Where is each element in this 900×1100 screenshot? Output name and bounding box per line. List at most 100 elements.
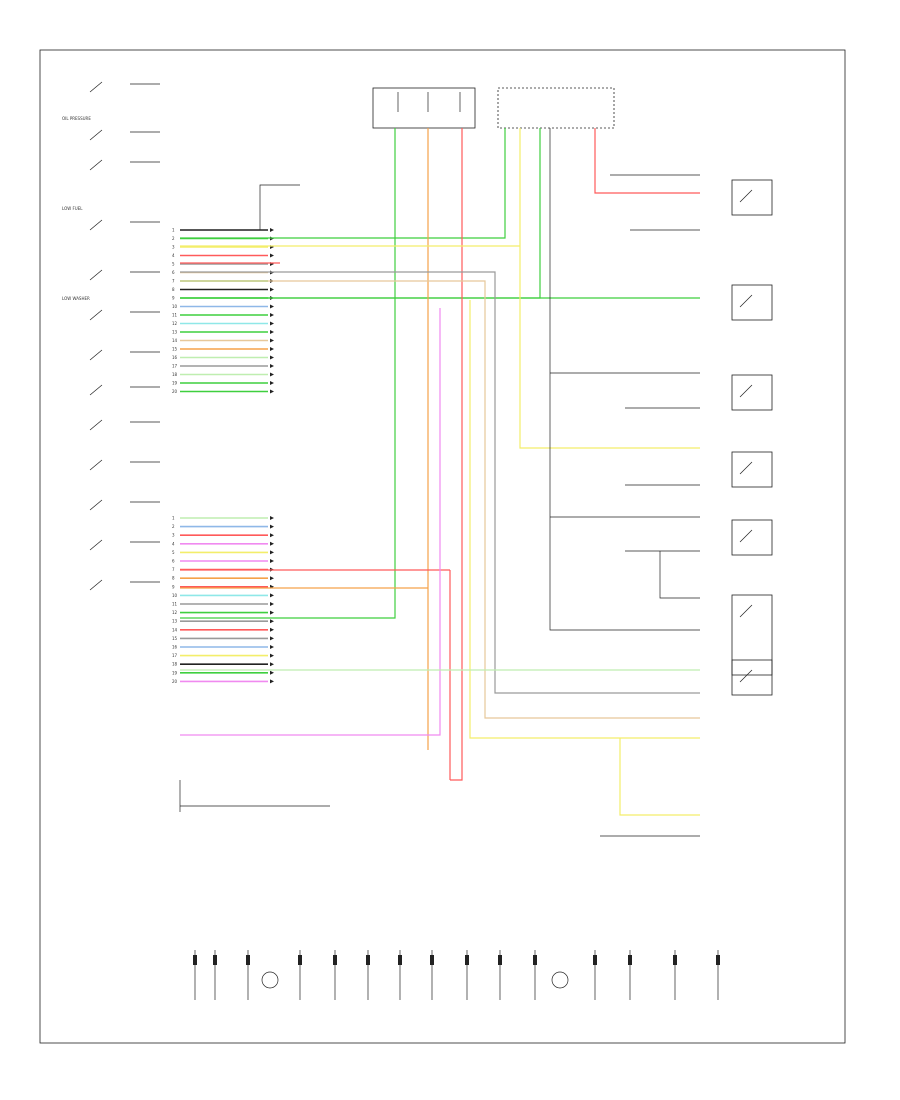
arrow-icon — [270, 253, 274, 258]
switch-icon — [89, 349, 103, 361]
pin-number: 5 — [172, 550, 175, 555]
component-box — [731, 284, 773, 321]
pin-number: 14 — [172, 338, 178, 343]
pin-number: 17 — [172, 364, 178, 369]
indicator-lamp-icon — [213, 955, 217, 965]
arrow-icon — [270, 287, 274, 292]
component-box — [731, 179, 773, 216]
arrow-icon — [270, 662, 274, 667]
arrow-icon — [270, 364, 274, 368]
indicator-lamp-icon — [498, 955, 502, 965]
pin-number: 18 — [172, 662, 178, 667]
wire-red-1 — [450, 128, 463, 781]
arrow-icon — [270, 347, 274, 351]
arrow-icon — [270, 670, 274, 675]
switch-icon — [89, 129, 103, 141]
indicator-lamp-icon — [430, 955, 434, 965]
left-component-label: OIL PRESSURE — [62, 116, 91, 121]
indicator-lamp-icon — [298, 955, 302, 965]
pin-number: 13 — [172, 619, 178, 624]
arrow-icon — [270, 602, 274, 606]
bottom-indicator-row — [193, 950, 720, 1000]
arrow-icon — [270, 619, 274, 624]
arrow-icon — [270, 321, 274, 326]
arrow-icon — [270, 381, 274, 385]
pin-number: 8 — [172, 576, 175, 581]
indicator-lamp-icon — [333, 955, 337, 965]
component-box — [731, 519, 773, 556]
pin-number: 7 — [172, 279, 175, 284]
pin-number: 2 — [172, 524, 175, 529]
fuse-block-top — [372, 87, 615, 129]
pin-number: 5 — [172, 262, 175, 267]
switch-icon — [89, 419, 103, 431]
pin-number: 16 — [172, 355, 178, 360]
switch-icon — [739, 669, 753, 683]
gauge-icon — [261, 971, 279, 989]
pin-number: 15 — [172, 636, 178, 641]
pin-number: 10 — [172, 304, 178, 309]
indicator-lamp-icon — [366, 955, 370, 965]
indicator-lamp-icon — [465, 955, 469, 965]
arrow-icon — [270, 516, 274, 520]
pin-number: 7 — [172, 567, 175, 572]
pin-number: 6 — [172, 270, 175, 275]
pin-number: 20 — [172, 389, 178, 394]
switch-icon — [89, 459, 103, 471]
pin-number: 10 — [172, 593, 178, 598]
indicator-lamp-icon — [398, 955, 402, 965]
switch-icon — [89, 499, 103, 511]
wire-black-9 — [659, 551, 700, 599]
pin-number: 2 — [172, 236, 175, 241]
switch-icon — [89, 219, 103, 231]
pin-number: 3 — [172, 245, 175, 250]
pin-number: 11 — [172, 602, 178, 607]
arrow-icon — [270, 679, 274, 684]
pin-number: 19 — [172, 381, 178, 386]
switch-icon — [739, 604, 753, 618]
indicator-lamp-icon — [673, 955, 677, 965]
switch-icon — [89, 81, 103, 93]
wire-green-1 — [180, 128, 396, 619]
switch-icon — [89, 269, 103, 281]
arrow-icon — [270, 372, 274, 377]
wire-black-bus — [549, 128, 700, 631]
pin-number: 3 — [172, 533, 175, 538]
pin-number: 9 — [172, 296, 175, 301]
arrow-icon — [270, 593, 274, 598]
switch-icon — [739, 294, 753, 308]
wire-tan-1 — [180, 280, 700, 719]
left-component-label: LOW FUEL — [62, 206, 83, 211]
pin-number: 4 — [172, 253, 175, 258]
pin-number: 9 — [172, 584, 175, 589]
pin-number: 12 — [172, 321, 178, 326]
wire-harness — [179, 128, 700, 837]
arrow-icon — [270, 313, 274, 317]
switch-icon — [89, 159, 103, 171]
wire-gray-1 — [180, 271, 700, 694]
indicator-lamp-icon — [716, 955, 720, 965]
switch-icon — [739, 529, 753, 543]
arrow-icon — [270, 559, 274, 563]
wire-yellow-4 — [619, 738, 700, 816]
indicator-lamp-icon — [628, 955, 632, 965]
pin-number: 13 — [172, 330, 178, 335]
pin-number: 15 — [172, 347, 178, 352]
indicator-lamp-icon — [533, 955, 537, 965]
component-box — [731, 594, 773, 676]
switch-icon — [739, 189, 753, 203]
right-component-column — [731, 179, 773, 696]
indicator-lamp-icon — [193, 955, 197, 965]
switch-icon — [739, 461, 753, 475]
arrow-icon — [270, 645, 274, 649]
gauge-icon — [551, 971, 569, 989]
switch-icon — [89, 384, 103, 396]
arrow-icon — [270, 636, 274, 641]
pin-number: 11 — [172, 313, 178, 318]
pin-number: 1 — [172, 516, 175, 521]
wire-pink-1 — [180, 308, 441, 736]
left-component-label: LOW WASHER — [62, 296, 90, 301]
arrow-icon — [270, 338, 274, 343]
